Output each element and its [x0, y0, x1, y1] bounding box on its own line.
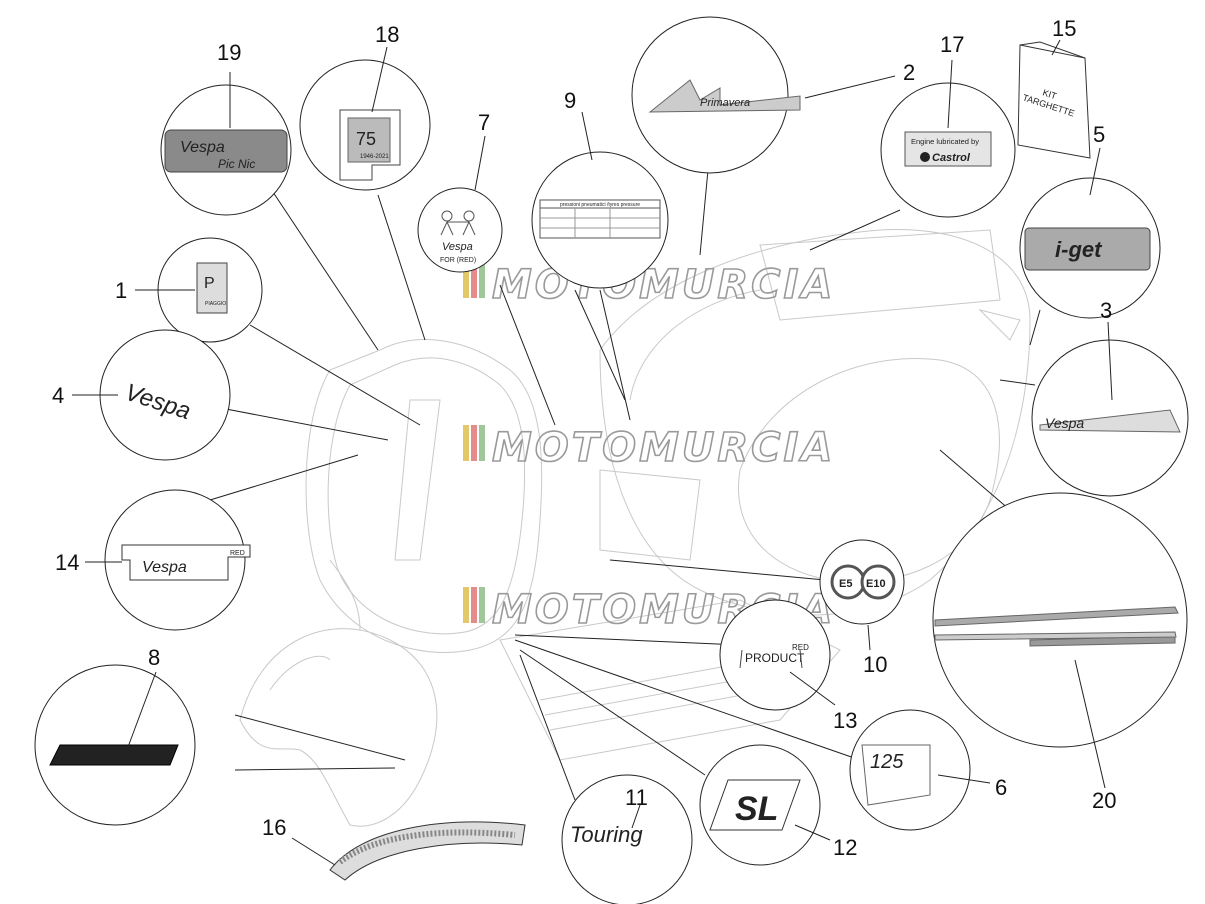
vespa-script: Vespa	[442, 241, 473, 253]
callout-number: 14	[55, 550, 79, 575]
callout-10[interactable]: E5 E10 10	[819, 539, 905, 677]
callout-number: 1	[115, 278, 127, 303]
callout-number: 18	[375, 22, 399, 47]
callout-number: 9	[564, 88, 576, 113]
callout-number: 2	[903, 60, 915, 85]
callout-number: 3	[1100, 298, 1112, 323]
callout-number: 10	[863, 652, 887, 677]
red-text: RED	[230, 550, 245, 557]
callout-number: 16	[262, 815, 286, 840]
anniversary-years: 1946-2021	[360, 154, 389, 160]
callout-15[interactable]: KIT TARGHETTE 15	[1017, 16, 1091, 159]
callout-12[interactable]: SL 12	[699, 744, 857, 866]
anniversary-number: 75	[356, 129, 376, 149]
watermark-middle: MOTOMURCIA	[463, 424, 835, 472]
piaggio-p-icon: P	[204, 275, 215, 292]
primavera-text: Primavera	[700, 97, 750, 109]
callout-number: 15	[1052, 16, 1076, 41]
iget-text: i-get	[1055, 237, 1103, 262]
callout-7[interactable]: Vespa FOR (RED) 7	[417, 110, 503, 273]
callout-number: 19	[217, 40, 241, 65]
callout-number: 11	[625, 785, 648, 810]
callout-11[interactable]: Touring 11	[561, 774, 693, 904]
callout-8[interactable]: ABS 8	[34, 645, 196, 826]
callout-13[interactable]: PRODUCT RED 13	[719, 599, 857, 733]
picnic-text: Pic Nic	[218, 157, 255, 171]
piaggio-text: PIAGGIO	[205, 301, 226, 307]
callout-number: 5	[1093, 122, 1105, 147]
scooter-outline	[239, 229, 1031, 827]
watermark-top: MOTOMURCIA	[463, 261, 835, 309]
abs-text: ABS	[99, 749, 124, 763]
callout-19[interactable]: Vespa Pic Nic 19	[160, 40, 292, 216]
callout-16[interactable]: 16	[262, 815, 526, 881]
callout-number: 7	[478, 110, 490, 135]
e10-text: E10	[866, 578, 886, 590]
product-text: PRODUCT	[745, 651, 805, 665]
vespa-logo-text: Vespa	[180, 139, 225, 156]
castrol-text: Castrol	[932, 152, 971, 164]
callout-number: 4	[52, 383, 64, 408]
callout-18[interactable]: 75 1946-2021 18	[299, 22, 431, 191]
engine-lubricated-text: Engine lubricated by	[911, 137, 979, 146]
callout-number: 8	[148, 645, 160, 670]
callout-6[interactable]: 125 6	[849, 709, 1007, 831]
e5-text: E5	[839, 578, 852, 590]
125-text: 125	[870, 751, 904, 773]
tyre-pressure-title: pressioni pneumatici /tyres pressure	[560, 202, 640, 208]
castrol-logo-icon	[920, 152, 930, 162]
callout-number: 12	[833, 835, 857, 860]
callout-2[interactable]: Primavera 2	[631, 16, 915, 174]
watermark-text: MOTOMURCIA	[492, 425, 835, 471]
vespa-script: Vespa	[142, 559, 187, 576]
callout-number: 20	[1092, 788, 1116, 813]
callout-1[interactable]: P PIAGGIO 1	[115, 237, 263, 343]
kit-line1: KIT	[1041, 87, 1058, 101]
callout-17[interactable]: Engine lubricated by Castrol 17	[880, 32, 1016, 218]
vespa-script: Vespa	[1045, 415, 1084, 431]
callout-14[interactable]: Vespa RED 14	[55, 489, 251, 631]
red-text: RED	[792, 643, 809, 652]
watermark-text: MOTOMURCIA	[492, 262, 835, 308]
sl-text: SL	[735, 790, 778, 828]
callout-number: 6	[995, 775, 1007, 800]
callout-4[interactable]: Vespa 4	[52, 329, 231, 461]
callout-5[interactable]: i-get 5	[1019, 122, 1161, 319]
touring-text: Touring	[570, 822, 643, 847]
callout-number: 13	[833, 708, 857, 733]
leader-lines	[204, 164, 1041, 801]
callout-20[interactable]: 20	[932, 492, 1188, 813]
callout-9[interactable]: pressioni pneumatici /tyres pressure 9	[531, 88, 669, 289]
for-children-text: FOR (RED)	[440, 257, 476, 264]
callout-number: 17	[940, 32, 964, 57]
callout-3[interactable]: Vespa 3	[1031, 298, 1189, 497]
